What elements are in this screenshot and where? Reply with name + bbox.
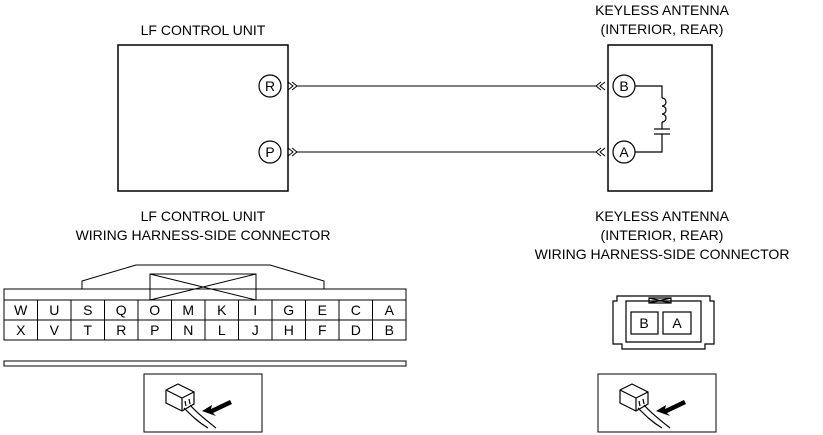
lf-connector-cell-x: X [16,322,26,338]
lf-connector-cell-g: G [283,302,294,318]
lf-connector-cell-b: B [385,322,394,338]
lf-connector-cell-f: F [318,322,327,338]
antenna-connector-face [612,295,715,350]
lf-connector-cell-s: S [83,302,92,318]
lf-connector-cell-o: O [149,302,160,318]
antenna-connector-chevron-icon [595,81,606,157]
lf-connector-chevron-icon [287,81,298,157]
lf-unit-title: LF CONTROL UNIT [141,22,266,38]
lf-terminal-p: P [258,140,282,164]
antenna-terminal-a-label: A [619,144,629,160]
antenna-coil-capacitor-icon [635,85,670,153]
lf-connector-cell-h: H [284,322,294,338]
antenna-title-line2: (INTERIOR, REAR) [601,21,724,37]
lf-connector-cell-r: R [116,322,126,338]
antenna-terminal-a: A [612,140,636,164]
antenna-connector-cell-a: A [672,315,682,331]
lf-connector-cell-v: V [50,322,60,338]
antenna-connector-title-line1: KEYLESS ANTENNA [595,208,729,224]
antenna-connector-title-line3: WIRING HARNESS-SIDE CONNECTOR [535,246,790,262]
lf-connector-title-line2: WIRING HARNESS-SIDE CONNECTOR [76,227,331,243]
lf-terminal-r: R [258,74,282,98]
lf-terminal-r-label: R [265,78,275,94]
lf-connector-cell-m: M [182,302,194,318]
lf-connector-cell-w: W [14,302,28,318]
antenna-title-line1: KEYLESS ANTENNA [595,2,729,18]
lf-connector-cell-q: Q [116,302,127,318]
lf-unit-box [117,44,289,192]
lf-connector-cell-i: I [253,302,257,318]
lf-connector-cell-n: N [183,322,193,338]
lf-connector-cell-a: A [385,302,395,318]
lf-connector-cell-l: L [218,322,226,338]
antenna-terminal-b: B [612,74,636,98]
lf-connector-cell-c: C [351,302,361,318]
lf-connector-title-line1: LF CONTROL UNIT [141,208,266,224]
lf-connector-cell-k: K [217,302,227,318]
connector-probe-icon [143,373,263,433]
lf-connector-cells: W U S Q O M K I G E C A X V T R P N L J H F D B [3,299,407,341]
lf-terminal-p-label: P [265,144,274,160]
lf-connector-cell-d: D [351,322,361,338]
lf-connector-cell-e: E [318,302,327,318]
lf-connector-cell-u: U [49,302,59,318]
lf-connector-cell-t: T [83,322,92,338]
lf-connector-cell-p: P [150,322,159,338]
antenna-box [607,44,713,192]
antenna-terminal-b-label: B [619,78,628,94]
antenna-connector-cell-b: B [639,315,648,331]
antenna-connector-title-line2: (INTERIOR, REAR) [601,227,724,243]
connector-probe-icon [597,373,717,433]
lf-connector-cell-j: J [252,322,259,338]
